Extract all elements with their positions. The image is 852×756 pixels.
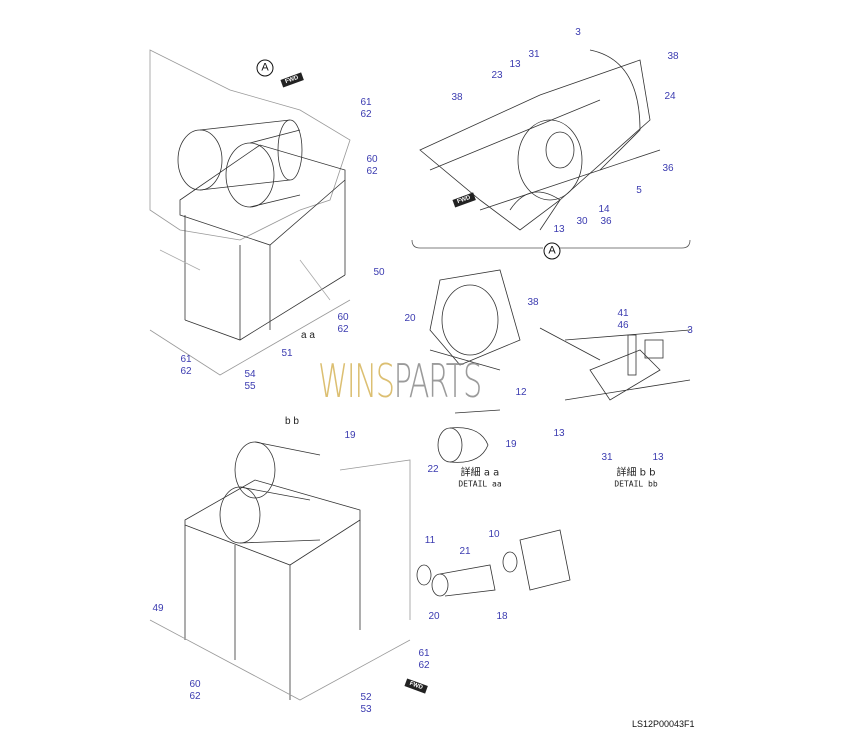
callout: 30: [576, 216, 588, 227]
view-a-marker: A: [256, 59, 274, 77]
callout: 60: [337, 312, 349, 323]
callout: 36: [662, 163, 674, 174]
callout: 24: [664, 91, 676, 102]
watermark: WINSPARTS: [318, 354, 482, 408]
detail-aa-art: [429, 269, 521, 463]
callout: 31: [601, 452, 613, 463]
detail-ref: a a: [301, 330, 315, 341]
callout: 36: [600, 216, 612, 227]
callout: 62: [189, 691, 201, 702]
callout: 62: [360, 109, 372, 120]
detail-ref: b b: [285, 416, 299, 427]
callout: 3: [575, 27, 581, 38]
callout: 21: [459, 546, 471, 557]
view-a-label: A: [543, 242, 561, 260]
callout: 19: [505, 439, 517, 450]
callout: 13: [652, 452, 664, 463]
callout: 46: [617, 320, 629, 331]
detail-bb-art: [539, 327, 691, 401]
callout: 31: [528, 49, 540, 60]
callout: 60: [366, 154, 378, 165]
callout: 62: [180, 366, 192, 377]
callout: 20: [428, 611, 440, 622]
callout: 60: [189, 679, 201, 690]
callout: 12: [515, 387, 527, 398]
callout: 53: [360, 704, 372, 715]
callout: 19: [344, 430, 356, 441]
bottom-assembly: [149, 441, 411, 701]
view-a-assembly: [411, 49, 691, 249]
callout: 38: [527, 297, 539, 308]
callout: 49: [152, 603, 164, 614]
callout: 61: [418, 648, 430, 659]
callout: 20: [404, 313, 416, 324]
drawing-reference: LS12P00043F1: [632, 719, 695, 729]
callout: 51: [281, 348, 293, 359]
callout: 54: [244, 369, 256, 380]
callout: 50: [373, 267, 385, 278]
callout: 18: [496, 611, 508, 622]
callout: 61: [360, 97, 372, 108]
exhaust-pipe-art: [416, 529, 571, 597]
callout: 3: [687, 325, 693, 336]
callout: 10: [488, 529, 500, 540]
callout: 38: [451, 92, 463, 103]
callout: 22: [427, 464, 439, 475]
callout: 62: [418, 660, 430, 671]
callout: 11: [424, 535, 436, 546]
callout: 52: [360, 692, 372, 703]
callout: 13: [509, 59, 521, 70]
callout: 5: [636, 185, 642, 196]
callout: 62: [337, 324, 349, 335]
callout: 23: [491, 70, 503, 81]
callout: 55: [244, 381, 256, 392]
top-left-assembly: [149, 49, 351, 376]
callout: 41: [617, 308, 629, 319]
callout: 13: [553, 224, 565, 235]
callout: 13: [553, 428, 565, 439]
callout: 14: [598, 204, 610, 215]
callout: 62: [366, 166, 378, 177]
callout: 61: [180, 354, 192, 365]
callout: 38: [667, 51, 679, 62]
